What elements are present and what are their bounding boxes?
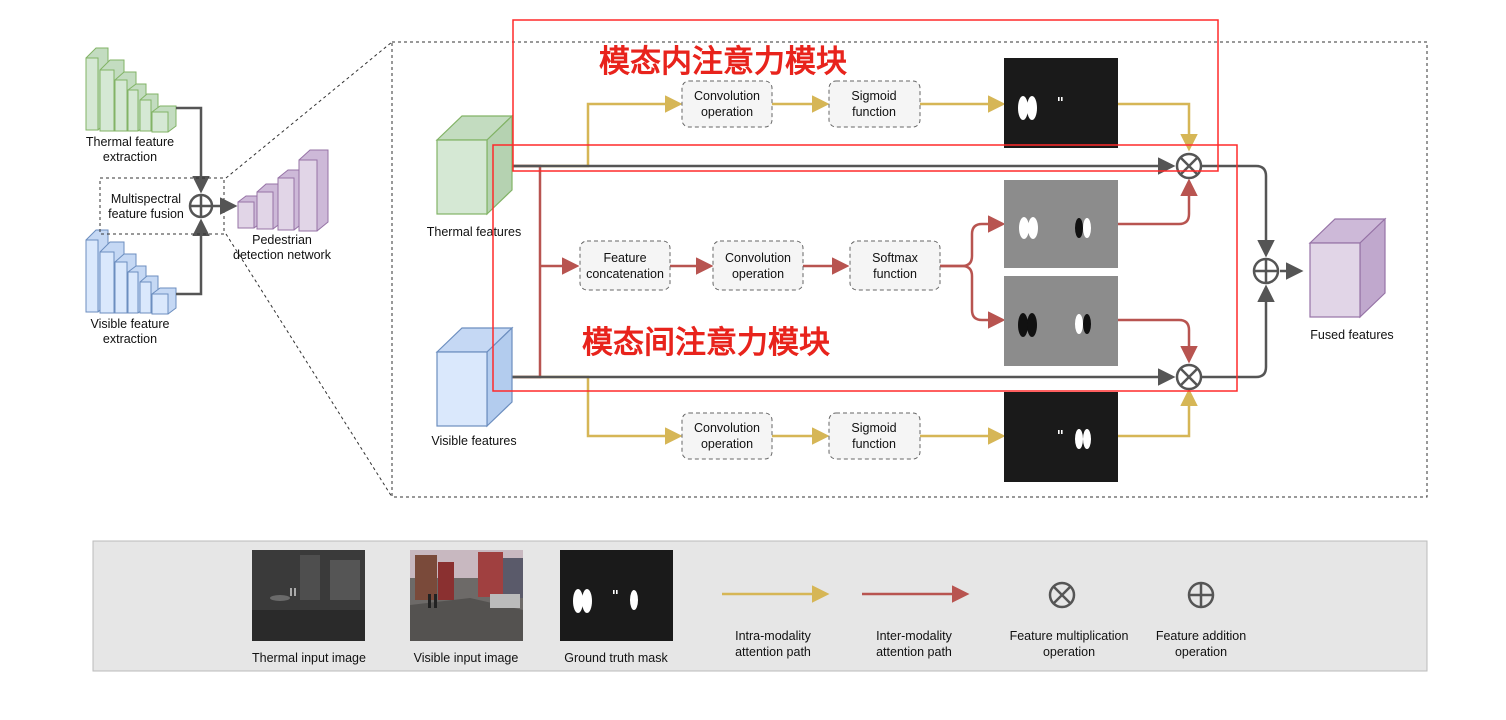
inter-path-upper-to-mult	[1118, 178, 1198, 226]
bottom-conv-box: Convolution operation	[681, 412, 773, 460]
thermal-extraction-label-2: extraction	[103, 150, 157, 164]
legend-mult-label-2: operation	[1043, 645, 1095, 659]
mid-conv-box: Convolution operation	[712, 240, 804, 291]
pedestrian-network-label-2: detection network	[233, 248, 332, 262]
visible-extraction-label-1: Visible feature	[91, 317, 170, 331]
fused-features-label: Fused features	[1310, 328, 1393, 342]
zoom-line-bottom	[225, 233, 393, 498]
mid-softmax-label-2: function	[873, 267, 917, 281]
fusion-label-1: Multispectral	[111, 192, 181, 206]
mid-concat-box: Feature concatenation	[579, 240, 671, 291]
mid-softmax-label-1: Softmax	[872, 251, 919, 265]
top-sigmoid-label-2: function	[852, 105, 896, 119]
inter-path-upper	[940, 215, 1006, 268]
thermal-extraction-blocks	[85, 47, 177, 133]
top-intra-path-1	[498, 95, 683, 168]
visible-features-label: Visible features	[431, 434, 516, 448]
mid-conv-label-1: Convolution	[725, 251, 791, 265]
mult-bottom-to-add	[1202, 284, 1275, 379]
visible-extraction-blocks	[85, 229, 177, 315]
top-conv-box: Convolution operation	[681, 80, 773, 128]
legend-multiplication-icon	[1048, 581, 1076, 609]
visible-features-cube	[435, 326, 514, 428]
pedestrian-network-blocks	[237, 149, 329, 232]
bottom-intra-path-1	[498, 375, 683, 445]
fused-features-cube	[1308, 217, 1387, 319]
intra-module-highlight	[512, 19, 1219, 172]
bottom-sigmoid-label-1: Sigmoid	[851, 421, 896, 435]
inter-module-highlight	[492, 144, 1238, 392]
detail-panel	[391, 41, 1428, 498]
visible-intra-mask	[1004, 392, 1118, 482]
intra-module-title: 模态内注意力模块	[599, 44, 847, 80]
mult-top-to-add	[1202, 164, 1275, 258]
bottom-intra-path-4	[1118, 388, 1198, 438]
top-multiplication-icon	[1175, 152, 1203, 180]
top-intra-path-4	[1118, 102, 1198, 152]
thermal-input-label: Thermal input image	[252, 651, 366, 665]
top-sigmoid-label-1: Sigmoid	[851, 89, 896, 103]
inter-path-lower	[940, 264, 1006, 329]
legend-add-label-2: operation	[1175, 645, 1227, 659]
inter-path-lower-to-mult	[1118, 318, 1198, 364]
gt-mask-label: Ground truth mask	[564, 651, 668, 665]
mid-concat-label-1: Feature	[603, 251, 646, 265]
legend-add-label-1: Feature addition	[1156, 629, 1246, 643]
mid-softmax-box: Softmax function	[849, 240, 941, 291]
top-conv-label-1: Convolution	[694, 89, 760, 103]
thermal-features-cube	[435, 114, 514, 216]
thermal-input-image	[252, 550, 365, 641]
legend-intra-label-1: Intra-modality	[735, 629, 811, 643]
bottom-sigmoid-box: Sigmoid function	[828, 412, 921, 460]
thermal-features-label: Thermal features	[427, 225, 521, 239]
visible-extraction-label-2: extraction	[103, 332, 157, 346]
thermal-inter-mask	[1004, 180, 1118, 268]
legend-inter-label-1: Inter-modality	[876, 629, 952, 643]
visible-to-fusion-arrow	[176, 218, 210, 296]
ground-truth-mask-image	[560, 550, 673, 641]
visible-inter-mask	[1004, 276, 1118, 366]
visible-input-image	[410, 550, 523, 641]
bottom-conv-label-1: Convolution	[694, 421, 760, 435]
thermal-to-fusion-arrow	[176, 106, 210, 194]
visible-input-label: Visible input image	[414, 651, 519, 665]
legend-mult-label-1: Feature multiplication	[1010, 629, 1129, 643]
bottom-sigmoid-label-2: function	[852, 437, 896, 451]
legend-inter-label-2: attention path	[876, 645, 952, 659]
inter-module-title: 模态间注意力模块	[582, 325, 830, 361]
thermal-intra-mask	[1004, 58, 1118, 148]
overview-addition-icon	[188, 193, 214, 219]
bottom-multiplication-icon	[1175, 363, 1203, 391]
bottom-conv-label-2: operation	[701, 437, 753, 451]
mid-conv-label-2: operation	[732, 267, 784, 281]
pedestrian-network-label-1: Pedestrian	[252, 233, 312, 247]
legend-intra-label-2: attention path	[735, 645, 811, 659]
top-conv-label-2: operation	[701, 105, 753, 119]
thermal-extraction-label-1: Thermal feature	[86, 135, 174, 149]
fusion-label-2: feature fusion	[108, 207, 184, 221]
detail-addition-icon	[1252, 257, 1280, 285]
top-sigmoid-box: Sigmoid function	[828, 80, 921, 128]
legend-addition-icon	[1187, 581, 1215, 609]
mid-concat-label-2: concatenation	[586, 267, 664, 281]
